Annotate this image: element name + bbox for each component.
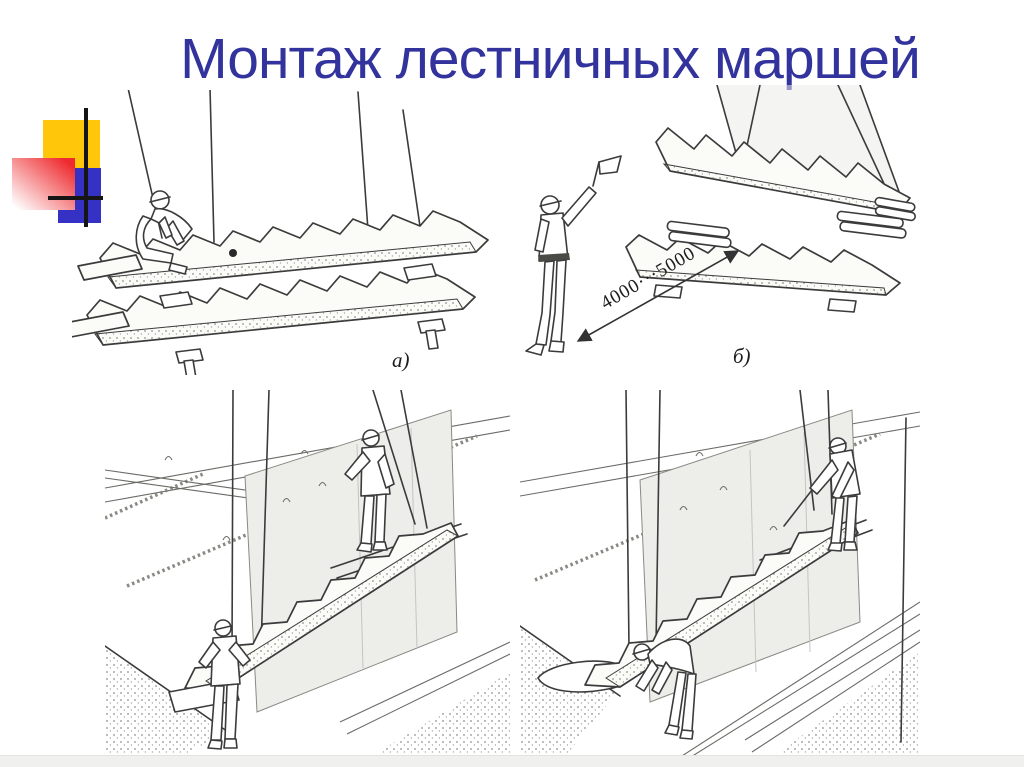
- sling-anchor-dot: [229, 249, 237, 257]
- decor-red-square: [12, 158, 75, 210]
- lifting-loop-marks: [679, 451, 778, 531]
- illustration-b-inclined-flight: 4000···5000 б): [525, 85, 916, 368]
- column-edge: [900, 417, 907, 743]
- lower-worker-bent: [632, 638, 697, 740]
- upper-worker: [344, 429, 395, 553]
- ground-texture: [105, 648, 227, 765]
- crane-cables: [231, 390, 428, 655]
- decor-vertical-line: [84, 108, 88, 227]
- illustration-d-setting-flight: [520, 390, 920, 765]
- log-spacers: [836, 210, 907, 239]
- slide-title: Монтаж лестничных маршей: [180, 27, 921, 91]
- floor-slab-texture: [760, 652, 920, 765]
- slide-bottom-edge: [0, 755, 1024, 767]
- building-structure: [520, 409, 920, 765]
- figure-a-label: а): [392, 348, 410, 372]
- illustration-c-placing-flight: [105, 390, 510, 765]
- crane-cables: [127, 90, 423, 243]
- rigger-worker: [135, 190, 193, 275]
- inclined-flight: [655, 127, 916, 222]
- decor-logo: [0, 0, 110, 235]
- stair-flight: [168, 522, 459, 713]
- flag: [598, 155, 622, 175]
- stair-flight-top: [77, 210, 489, 289]
- decor-horizontal-line: [48, 196, 103, 200]
- ground-texture: [520, 628, 616, 765]
- signalman-worker: [525, 155, 622, 356]
- log-spacers: [666, 220, 732, 249]
- illustration-a-stacked-flights: а): [72, 90, 489, 375]
- upper-worker-bent: [783, 437, 861, 552]
- guide-rod: [783, 489, 813, 527]
- lower-worker: [198, 619, 251, 750]
- flag-stick: [592, 161, 600, 187]
- floor-slab-texture: [357, 672, 510, 765]
- spacer-blocks: [159, 263, 446, 375]
- building-structure: [105, 409, 510, 765]
- stair-flight-bottom: [72, 267, 476, 346]
- figure-b-label: б): [733, 344, 751, 368]
